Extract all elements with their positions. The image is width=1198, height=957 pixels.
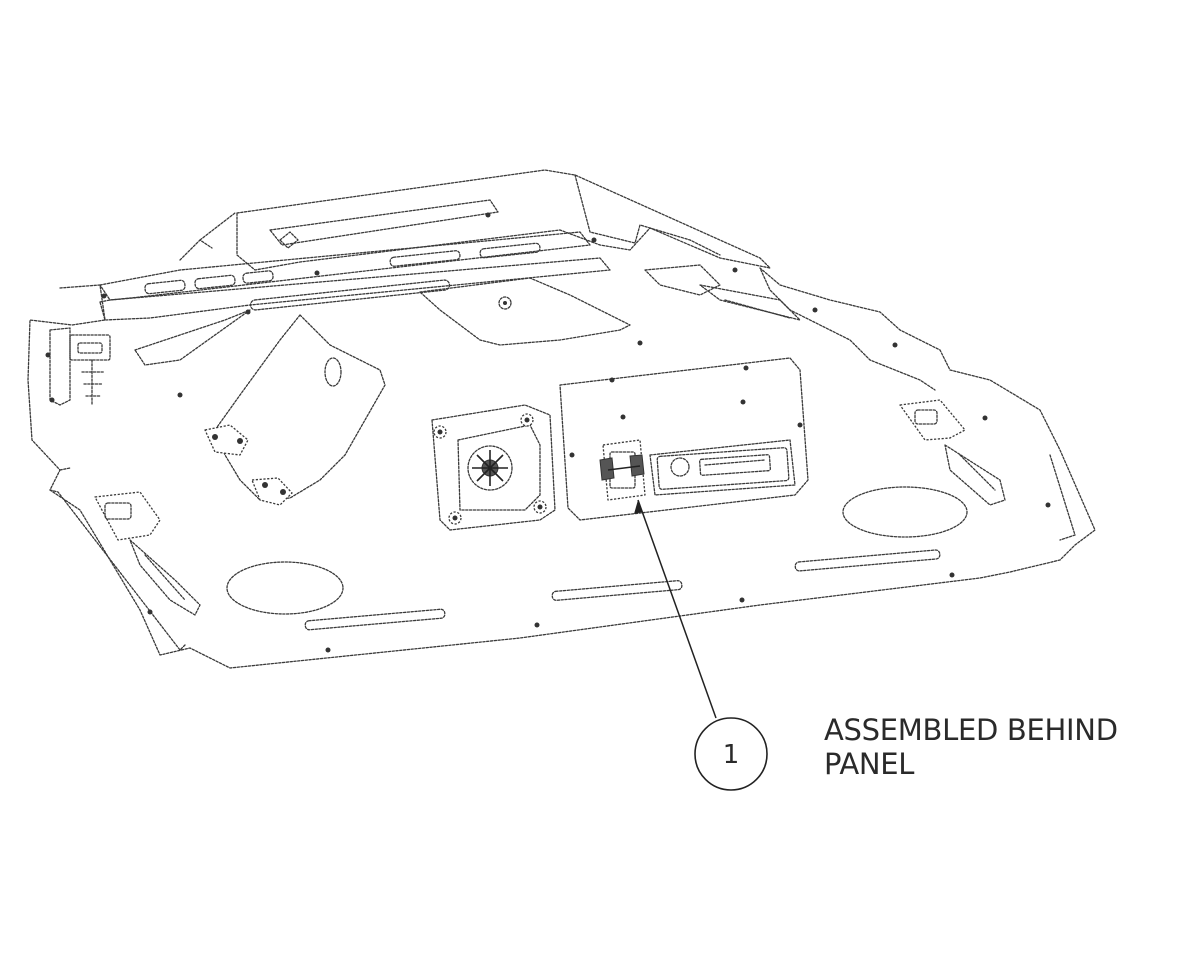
callout-note-line-1: ASSEMBLED BEHIND [824,713,1118,747]
perimeter-fasteners [45,212,1051,653]
callout-note: ASSEMBLED BEHIND PANEL [824,713,1164,781]
right-upper-bracket [644,264,801,321]
panel-back-rim [179,169,771,271]
left-bracket-plate [204,314,386,506]
radio-module [559,357,809,521]
upper-crossbars [99,231,611,321]
fan-rotor-icon [472,450,508,486]
callout-number: 1 [722,740,740,770]
callout-balloon [694,717,768,791]
callout-arrowhead-icon [634,500,642,514]
fan-module [431,404,556,531]
callout-note-line-2: PANEL [824,747,915,781]
switch-assembly [599,439,646,501]
panel-plate-outline [27,267,1096,669]
lower-openings [226,486,968,631]
center-cover [419,277,631,346]
callout-leader-line [637,499,717,719]
left-side-bracket [94,491,201,616]
left-side-ribs [49,309,251,406]
right-side-bracket [899,399,1006,506]
